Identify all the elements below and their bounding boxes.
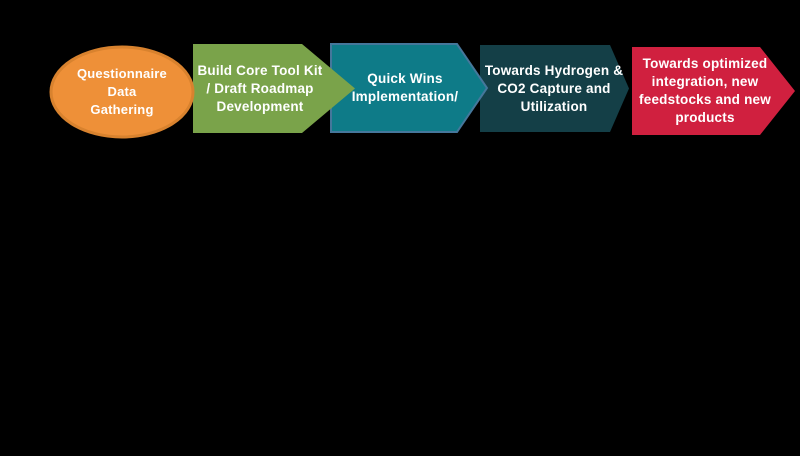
shape-questionnaire-ellipse: [49, 45, 195, 139]
shape-toolkit-arrow: [193, 44, 355, 133]
shape-quick-wins-arrow: [330, 43, 489, 133]
shape-hydrogen-co2-arrow: [480, 45, 629, 132]
shape-optimized-arrow: [632, 47, 795, 135]
